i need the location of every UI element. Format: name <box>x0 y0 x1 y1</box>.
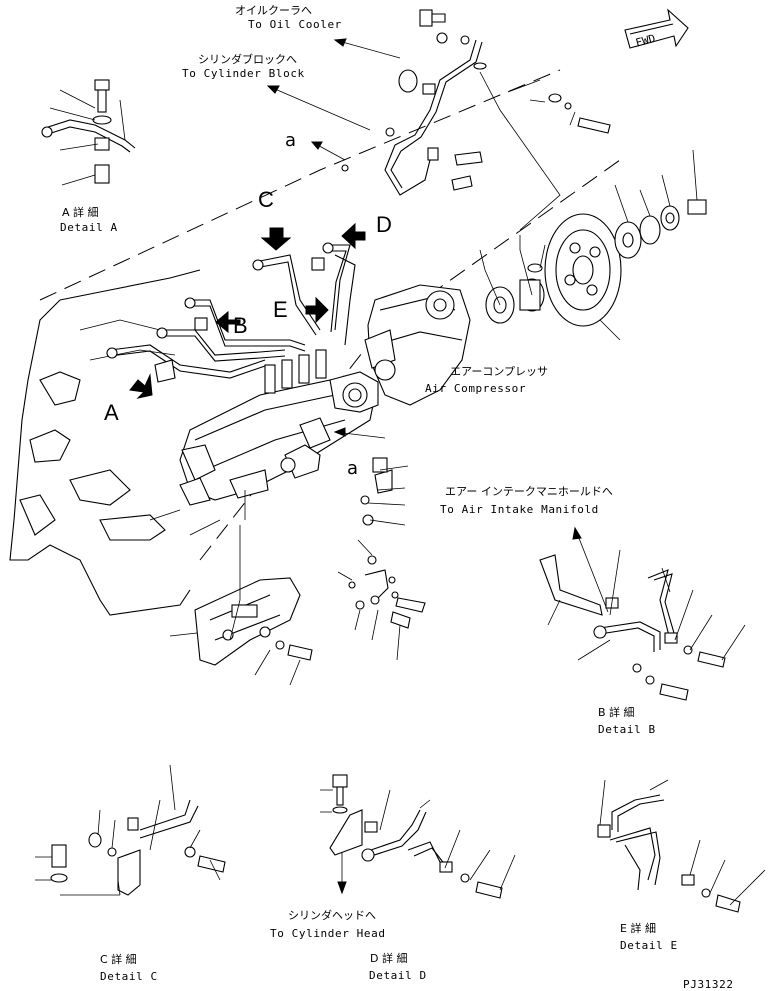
air-compressor-label-en: Air Compressor <box>425 382 526 395</box>
callout-d: D <box>376 212 392 237</box>
intake-label-en: To Air Intake Manifold <box>440 503 599 516</box>
detail-d-title-jp: D 詳 細 <box>370 951 407 965</box>
detail-c-title-jp: C 詳 細 <box>100 952 137 966</box>
centerline-upper <box>39 69 561 301</box>
flow-arrows <box>266 38 609 895</box>
oil-cooler-label-jp: オイルクーラへ <box>235 4 312 17</box>
gear-leaders <box>479 149 698 341</box>
gear-train <box>485 199 707 327</box>
detail-a-title-en: Detail A <box>60 221 118 234</box>
cyl-head-label-jp: シリンダヘッドへ <box>288 908 376 922</box>
detail-d-title-en: Detail D <box>369 969 427 982</box>
pump-bracket <box>194 457 426 666</box>
oil-pipe-leader <box>479 71 561 231</box>
detail-e-title-en: Detail E <box>620 939 678 952</box>
cyl-block-label-jp: シリンダブロックへ <box>198 52 297 66</box>
callout-a-top: a <box>285 130 296 151</box>
detail-d-drawing <box>320 774 516 899</box>
intake-label-jp: エアー インテークマニホールドへ <box>445 485 613 498</box>
view-arrows <box>129 222 366 399</box>
detail-b-title-en: Detail B <box>598 723 656 736</box>
bracket-leaders <box>149 465 409 686</box>
callout-b: B <box>233 313 248 338</box>
detail-e-title-jp: E 詳 細 <box>620 921 656 935</box>
air-compressor-label-jp: エアーコンプレッサ <box>450 365 548 378</box>
detail-b-title-jp: B 詳 細 <box>598 705 635 719</box>
oil-pipe-leader-2 <box>507 79 576 126</box>
cyl-block-label-en: To Cylinder Block <box>182 67 305 80</box>
detail-a-drawing <box>41 79 136 186</box>
drawing-number: PJ31322 <box>683 978 734 991</box>
callout-a-mid: a <box>347 458 358 479</box>
detail-c-title-en: Detail C <box>100 970 158 983</box>
air-compressor <box>364 284 471 406</box>
fwd-arrow <box>624 8 689 49</box>
injection-pump <box>179 349 379 506</box>
detail-b-drawing <box>539 549 746 701</box>
injection-pipes <box>106 242 356 383</box>
detail-e-drawing <box>597 779 766 913</box>
callout-c: C <box>258 187 274 212</box>
oil-cooler-pipe <box>341 9 611 196</box>
cyl-head-label-en: To Cylinder Head <box>270 927 386 940</box>
detail-a-title-jp: A 詳 細 <box>62 205 99 219</box>
callout-e: E <box>273 297 288 322</box>
fwd-label: FWD <box>634 32 657 50</box>
detail-c-drawing <box>35 764 226 896</box>
engine-block <box>9 269 201 616</box>
oil-cooler-label-en: To Oil Cooler <box>248 18 342 31</box>
callout-a: A <box>104 400 119 425</box>
